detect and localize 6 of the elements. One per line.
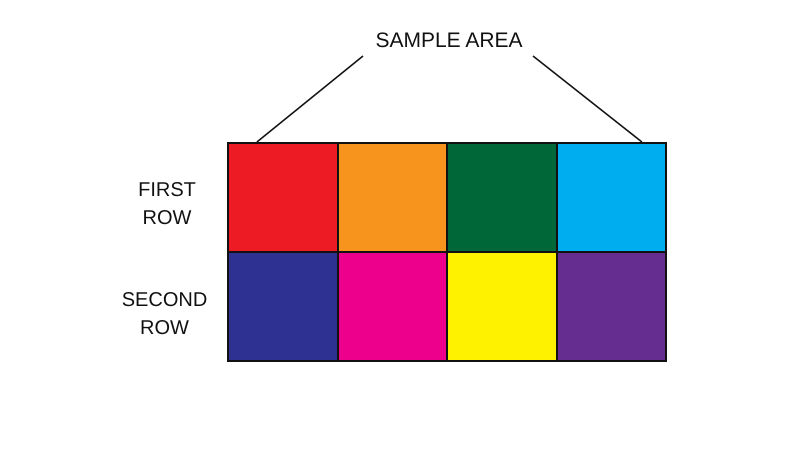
- row-label: FIRST ROW: [137, 178, 197, 231]
- leader-line: [256, 55, 364, 143]
- row-label: SECOND ROW: [120, 288, 208, 341]
- heading-label: SAMPLE AREA: [349, 26, 549, 56]
- color-swatch-grid: [227, 142, 667, 362]
- leader-line: [532, 55, 642, 143]
